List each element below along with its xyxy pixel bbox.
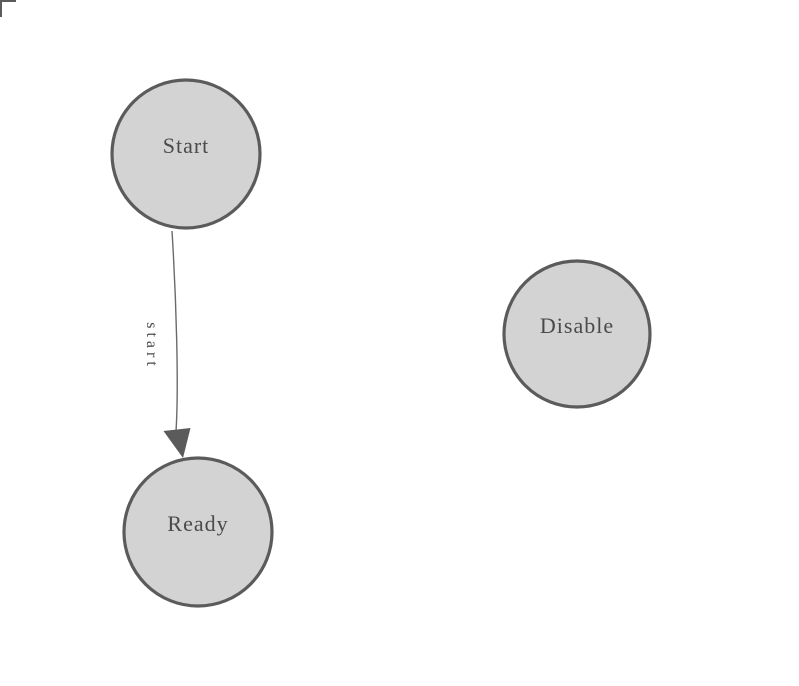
transition-label: start [143,322,160,370]
transition-start-to-ready: start [143,230,191,458]
canvas-origin-mark [0,0,16,17]
state-circle-disable[interactable] [502,259,652,409]
state-node-start[interactable]: Start [110,78,262,230]
state-label-start: Start [163,133,210,158]
state-label-ready: Ready [167,511,228,536]
state-circle-start[interactable] [110,78,262,230]
state-node-disable[interactable]: Disable [502,259,652,409]
transition-line[interactable] [171,230,178,432]
state-label-disable: Disable [540,313,614,338]
state-circle-ready[interactable] [122,456,274,608]
state-node-ready[interactable]: Ready [122,456,274,608]
transition-arrowhead-icon [163,428,191,458]
